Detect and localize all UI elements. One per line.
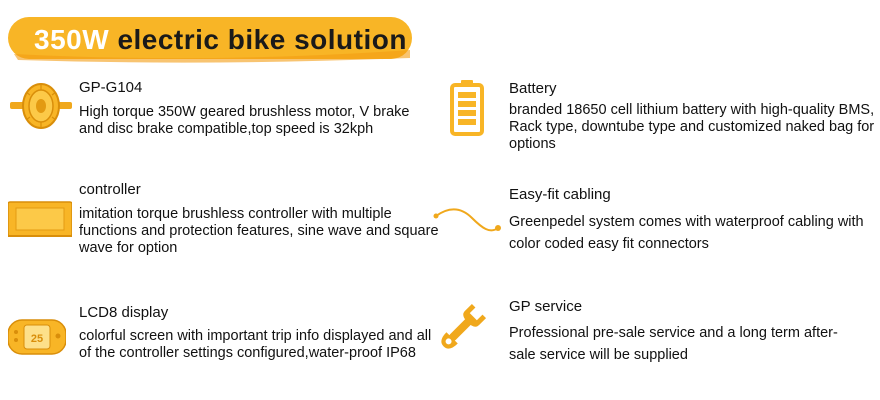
cable-icon: [432, 204, 504, 245]
controller-icon: [7, 200, 73, 243]
feature-title: Easy-fit cabling: [509, 186, 611, 203]
title-banner: 350W electric bike solution: [8, 14, 416, 64]
banner-heading: electric bike solution: [117, 24, 407, 55]
feature-description: branded 18650 cell lithium battery with …: [509, 102, 875, 152]
banner-highlight: 350W: [34, 24, 110, 55]
feature-title: controller: [79, 181, 141, 198]
feature-title: GP-G104: [79, 79, 143, 96]
feature-title: LCD8 display: [79, 304, 169, 321]
motor-icon: [10, 82, 72, 137]
feature-title: Battery: [509, 80, 557, 97]
feature-description: Greenpedel system comes with waterproof …: [509, 214, 864, 252]
feature-description: colorful screen with important trip info…: [79, 328, 432, 361]
feature-description: Professional pre-sale service and a long…: [509, 325, 838, 363]
banner-title: 350W electric bike solution: [34, 24, 407, 56]
feature-description: High torque 350W geared brushless motor,…: [79, 104, 410, 137]
feature-title: GP service: [509, 298, 583, 315]
wrench-icon: [436, 300, 488, 361]
banner-background: [8, 17, 412, 63]
svg-text:25: 25: [31, 333, 43, 345]
feature-description: imitation torque brushless controller wi…: [79, 206, 439, 256]
lcd-display-icon: 25: [7, 318, 67, 361]
battery-icon: [450, 80, 484, 141]
